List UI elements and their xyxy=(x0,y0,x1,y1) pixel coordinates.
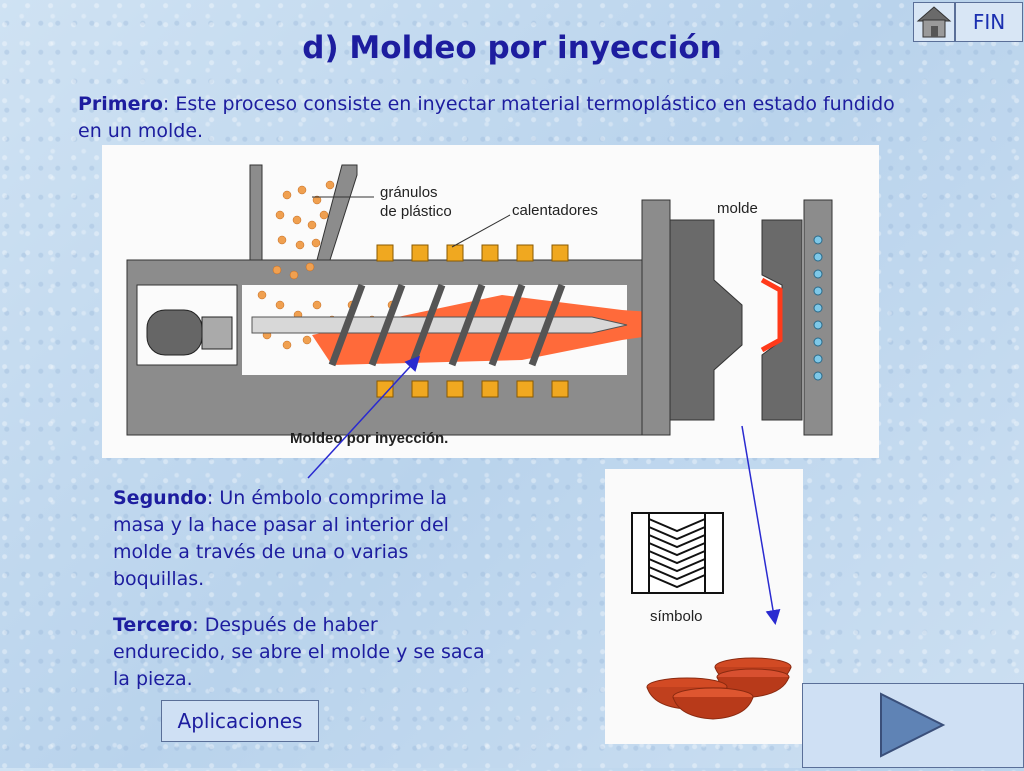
mold-fixed-half xyxy=(669,219,743,421)
injection-molding-diagram: gránulos de plástico calentadores molde … xyxy=(102,145,879,458)
aplicaciones-button[interactable]: Aplicaciones xyxy=(161,700,319,742)
gearbox xyxy=(201,316,233,350)
tercero-label: Tercero xyxy=(113,614,193,636)
slide-title: d) Moldeo por inyección xyxy=(302,30,722,66)
tercero-text: : Después de haber endurecido, se abre e… xyxy=(113,614,485,690)
plastic-bowls-photo xyxy=(646,657,792,720)
label-granulos-2: de plástico xyxy=(380,203,452,220)
segundo-text: : Un émbolo comprime la masa y la hace p… xyxy=(113,487,449,590)
primero-label: Primero xyxy=(78,93,163,115)
primero-text: : Este proceso consiste en inyectar mate… xyxy=(78,93,895,142)
calentadores-leader xyxy=(451,214,511,248)
hopper-right-wall xyxy=(316,164,358,261)
symbol-right-plate xyxy=(704,512,724,594)
cooling-channels xyxy=(813,235,823,381)
next-slide-button[interactable] xyxy=(802,683,1024,768)
screw-flights xyxy=(328,283,566,367)
home-button[interactable] xyxy=(913,2,955,42)
fixed-platen xyxy=(641,199,671,436)
play-triangle-icon xyxy=(880,692,946,758)
segundo-paragraph: Segundo: Un émbolo comprime la masa y la… xyxy=(113,485,493,593)
diagram-caption: Moldeo por inyección. xyxy=(290,430,448,447)
molded-piece xyxy=(760,277,783,353)
tercero-paragraph: Tercero: Después de haber endurecido, se… xyxy=(113,612,493,693)
segundo-label: Segundo xyxy=(113,487,207,509)
fin-button[interactable]: FIN xyxy=(955,2,1023,42)
heaters xyxy=(376,244,569,398)
primero-paragraph: Primero: Este proceso consiste en inyect… xyxy=(78,91,908,145)
symbol-label: símbolo xyxy=(650,608,703,625)
symbol-chevrons xyxy=(648,518,706,589)
label-calentadores: calentadores xyxy=(512,202,598,219)
arrow-to-product xyxy=(741,425,781,625)
home-icon xyxy=(916,6,952,38)
label-granulos-1: gránulos xyxy=(380,184,438,201)
label-molde: molde xyxy=(717,200,758,217)
symbol-and-product-panel: símbolo xyxy=(605,469,803,744)
arrow-to-screw xyxy=(307,355,421,479)
